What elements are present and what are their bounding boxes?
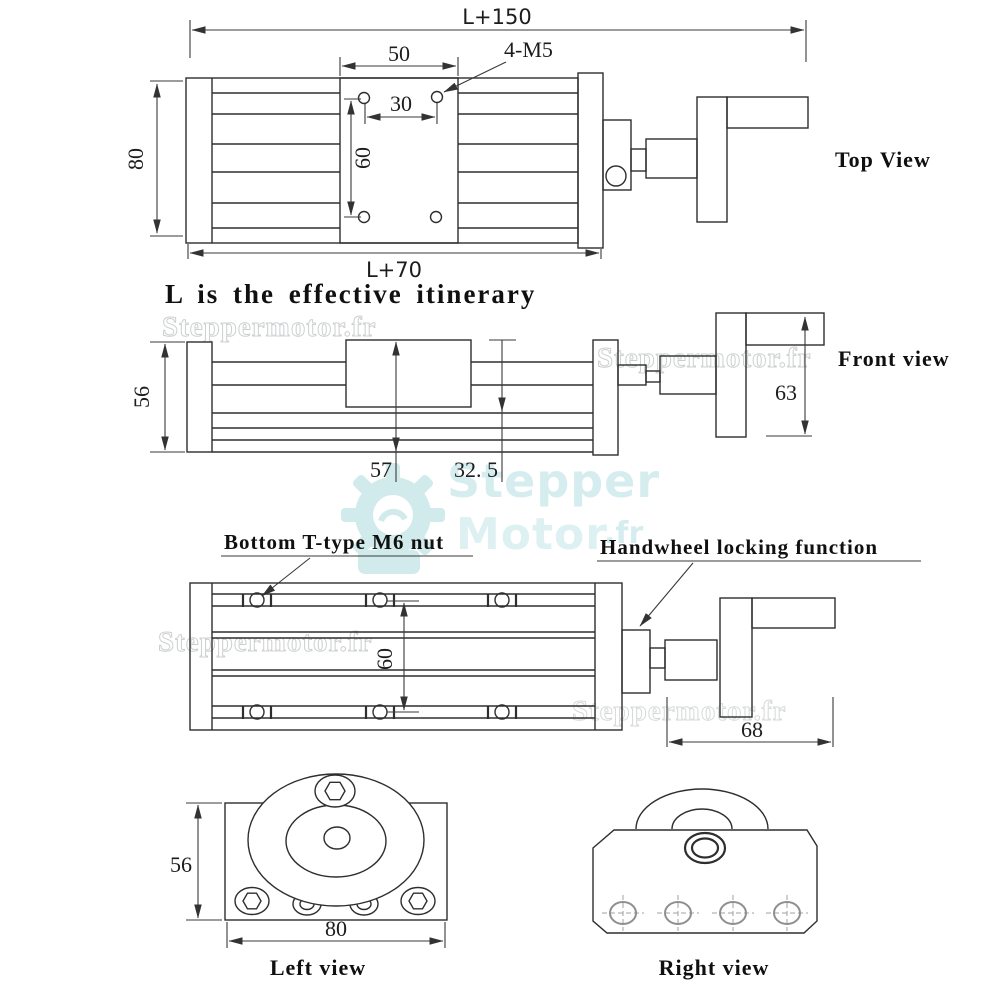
mounting-hole bbox=[430, 90, 444, 104]
dim-text-68: 68 bbox=[741, 717, 763, 742]
right-view: Right view bbox=[592, 788, 818, 980]
shaft-coupler bbox=[664, 639, 718, 681]
note-text: L is the effective itinerary bbox=[165, 279, 536, 309]
dim-text-body-length: L+70 bbox=[366, 258, 422, 282]
rail-body bbox=[185, 77, 579, 244]
left-view-label: Left view bbox=[270, 955, 366, 980]
shaft-coupler bbox=[645, 138, 698, 179]
carriage-block bbox=[345, 339, 472, 408]
handwheel-handle bbox=[726, 96, 809, 129]
end-block bbox=[577, 72, 604, 249]
handwheel-hub bbox=[715, 312, 747, 438]
dim-plate-50: 50 bbox=[339, 41, 459, 76]
mounting-hole bbox=[429, 210, 443, 224]
thread-callout-text: 4-M5 bbox=[504, 37, 553, 62]
dim-text-60: 60 bbox=[350, 147, 375, 169]
front-view: 56 57 32. 5 63 Front view bbox=[129, 312, 950, 482]
dim-text-32-5: 32. 5 bbox=[454, 457, 498, 482]
dim-height-56: 56 bbox=[170, 802, 222, 921]
dim-width-80: 80 bbox=[226, 916, 446, 948]
watermark-text: Steppermotor.fr bbox=[572, 695, 786, 727]
dim-height-56: 56 bbox=[129, 341, 185, 453]
rail-slot-lines bbox=[212, 92, 578, 229]
dim-overall-length: L+150 bbox=[189, 5, 807, 62]
handwheel-hub bbox=[696, 96, 728, 223]
tnut-callout-text: Bottom T-type M6 nut bbox=[224, 530, 444, 554]
handwheel-hub-silhouette bbox=[671, 808, 733, 830]
dim-slot-60: 60 bbox=[372, 600, 419, 713]
corner-bolt bbox=[234, 886, 270, 916]
dim-handwheel-68: 68 bbox=[666, 697, 834, 747]
dim-hole-30: 30 bbox=[364, 91, 438, 124]
shaft-hole bbox=[683, 831, 727, 865]
dim-text-left-80: 80 bbox=[325, 916, 347, 941]
bottom-view: Bottom T-type M6 nut Handwheel locking f… bbox=[189, 530, 921, 747]
handwheel-handle bbox=[751, 597, 836, 629]
dim-width-80: 80 bbox=[123, 80, 183, 237]
watermark-layer: Steppermotor.fr Steppermotor.fr Stepperm… bbox=[158, 311, 811, 728]
handwheel-hub bbox=[719, 597, 753, 718]
dim-table-32-5: 32. 5 bbox=[454, 339, 516, 482]
motor-shaft-hole bbox=[323, 826, 351, 850]
lock-screw bbox=[605, 165, 627, 187]
dim-text-slot-60: 60 bbox=[372, 648, 397, 670]
logo-word-motor: Motor bbox=[456, 509, 608, 560]
dim-text-overall: L+150 bbox=[462, 5, 531, 29]
dim-text-56: 56 bbox=[129, 386, 154, 408]
dim-text-30: 30 bbox=[390, 91, 412, 116]
dim-text-left-56: 56 bbox=[170, 852, 192, 877]
watermark-text: Steppermotor.fr bbox=[597, 342, 811, 374]
dim-body-length: L+70 bbox=[187, 244, 602, 282]
top-bolt bbox=[314, 774, 356, 808]
corner-bolt bbox=[400, 886, 436, 916]
callout-handwheel-lock: Handwheel locking function bbox=[597, 535, 921, 627]
dim-text-plate: 50 bbox=[388, 41, 410, 66]
dim-text-width: 80 bbox=[123, 148, 148, 170]
right-view-label: Right view bbox=[659, 955, 770, 980]
handwheel-handle bbox=[745, 312, 825, 346]
top-view-label: Top View bbox=[835, 147, 931, 172]
callout-4m5: 4-M5 bbox=[443, 37, 553, 93]
end-plate bbox=[592, 829, 818, 934]
watermark-logo: Stepper Motor .fr bbox=[341, 454, 660, 574]
lock-block bbox=[621, 629, 651, 694]
left-view: 56 80 Left view bbox=[170, 773, 448, 980]
dim-text-57: 57 bbox=[370, 457, 392, 482]
top-view: L+150 80 50 4-M5 30 60 bbox=[123, 5, 931, 282]
dim-handwheel-63: 63 bbox=[766, 316, 812, 437]
callout-tnut: Bottom T-type M6 nut bbox=[221, 530, 473, 597]
dim-text-63: 63 bbox=[775, 380, 797, 405]
mounting-hole bbox=[357, 91, 371, 105]
logo-suffix: .fr bbox=[604, 516, 643, 551]
logo-word-stepper: Stepper bbox=[447, 454, 660, 508]
motor-face bbox=[247, 773, 425, 907]
dim-hole-60: 60 bbox=[344, 98, 375, 218]
gear-icon bbox=[341, 463, 445, 567]
end-block bbox=[186, 341, 213, 453]
handwheel-silhouette bbox=[635, 788, 769, 830]
end-block bbox=[592, 339, 619, 456]
watermark-text: Steppermotor.fr bbox=[162, 311, 376, 343]
front-view-label: Front view bbox=[838, 346, 950, 371]
shaft-step bbox=[630, 148, 647, 172]
carriage-plate bbox=[339, 77, 459, 244]
bolt-holes bbox=[602, 895, 808, 931]
handwheel-callout-text: Handwheel locking function bbox=[600, 535, 878, 559]
dim-carriage-57: 57 bbox=[370, 341, 400, 482]
shaft-step bbox=[649, 647, 666, 669]
